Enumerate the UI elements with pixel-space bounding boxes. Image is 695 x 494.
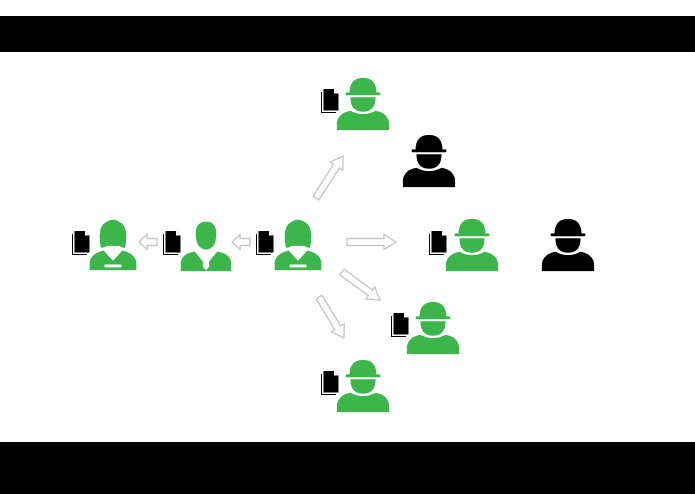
person-woman-source [256, 219, 322, 271]
hard-hat-worker-icon [336, 77, 390, 131]
person-worker-lower-right [391, 301, 460, 355]
document-stack-icon [256, 231, 274, 255]
person-worker-far-right [541, 218, 595, 272]
person-woman-left [72, 219, 137, 271]
arrow-to-worker-right [346, 233, 398, 251]
arrow-to-worker-bottom [315, 294, 345, 340]
person-worker-right [429, 218, 499, 272]
arrow-to-worker-lower-right [338, 268, 382, 301]
hard-hat-worker-icon [406, 301, 460, 355]
businesswoman-icon [274, 219, 322, 271]
arrow-layer [137, 154, 398, 340]
hard-hat-worker-icon [541, 218, 595, 272]
arrow-woman-to-man [230, 232, 251, 252]
person-worker-top-right [402, 134, 456, 188]
hard-hat-worker-icon [336, 359, 390, 413]
document-stack-icon [163, 231, 181, 255]
arrow-man-to-woman [137, 232, 158, 252]
document-stack-icon [429, 231, 447, 255]
person-man-middle [163, 221, 232, 272]
arrow-to-worker-top [312, 154, 344, 201]
bottom-bar [0, 442, 695, 494]
document-stack-icon [321, 89, 339, 113]
person-worker-bottom [321, 359, 390, 413]
document-stack-icon [391, 313, 409, 337]
person-worker-top [321, 77, 390, 131]
hard-hat-worker-icon [445, 218, 499, 272]
top-bar [0, 16, 695, 52]
hard-hat-worker-icon [402, 134, 456, 188]
document-stack-icon [321, 371, 339, 395]
document-stack-icon [72, 231, 90, 255]
businesswoman-icon [89, 219, 137, 271]
businessman-icon [180, 221, 232, 272]
